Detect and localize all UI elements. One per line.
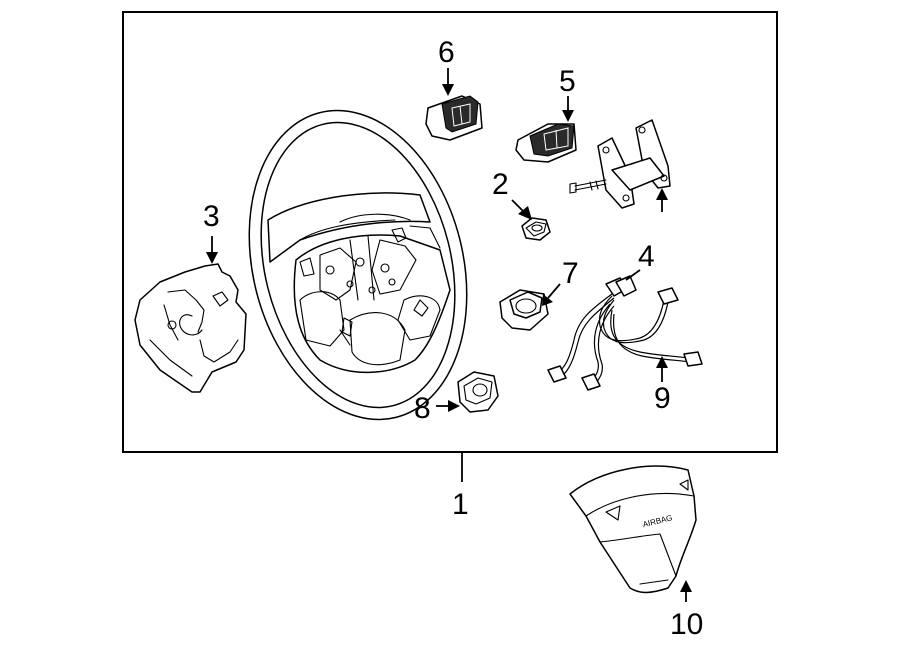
callout-2: 2	[492, 168, 509, 201]
switch-part-8	[457, 371, 499, 413]
callout-4: 4	[638, 240, 655, 273]
nut-part-2	[521, 217, 551, 241]
callout-5: 5	[559, 65, 576, 98]
callout-7: 7	[562, 257, 579, 290]
switch-part-5	[515, 123, 577, 163]
switch-bracket	[569, 119, 671, 209]
callout-1: 1	[452, 488, 469, 521]
airbag-module: AIRBAG	[569, 465, 697, 594]
callout-10: 10	[670, 608, 703, 641]
callout-3: 3	[203, 200, 220, 233]
steering-wheel	[248, 109, 468, 421]
wiring-harness	[547, 275, 703, 391]
assembly-frame	[122, 11, 778, 453]
rear-cover-part	[134, 263, 247, 393]
callout-9: 9	[654, 382, 671, 415]
switch-part-6	[425, 95, 483, 141]
callout-8: 8	[414, 392, 431, 425]
switch-part-7	[499, 289, 549, 331]
callout-6: 6	[438, 36, 455, 69]
